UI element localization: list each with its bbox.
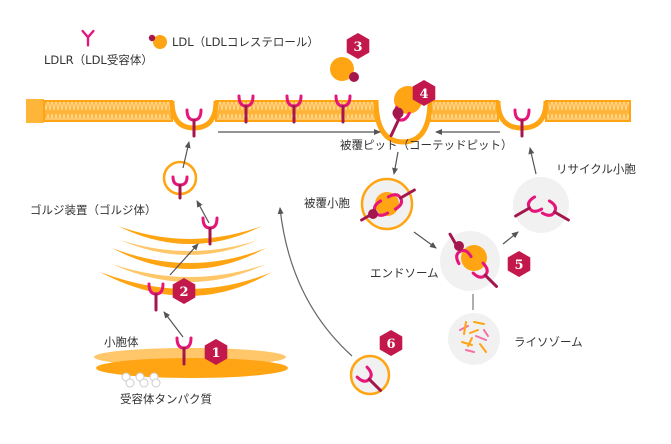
receptor-protein-label: 受容体タンパク質 (120, 392, 212, 406)
lysosome (448, 313, 500, 365)
step-badge-5: 5 (507, 251, 531, 277)
legend-ldl-label: LDL（LDLコレステロール） (172, 35, 319, 49)
svg-text:5: 5 (514, 258, 523, 273)
legend: LDLR（LDL受容体） LDL（LDLコレステロール） (44, 29, 319, 67)
receptor-protein-icon (121, 372, 161, 388)
step-badge-1: 1 (204, 339, 228, 365)
svg-text:1: 1 (211, 346, 220, 361)
return-arrow (277, 207, 353, 357)
coated-pit-label: 被覆ピット（コーテッドピット） (340, 138, 513, 152)
svg-text:6: 6 (386, 337, 395, 352)
coated-vesicle (360, 177, 416, 231)
golgi-vesicle (162, 160, 198, 200)
endoplasmic-reticulum (94, 348, 288, 378)
recycling-vesicle-label: リサイクル小胞 (556, 162, 636, 176)
receptor-icon (185, 108, 203, 138)
step-badge-2: 2 (172, 278, 196, 304)
lysosome-label: ライソゾーム (514, 335, 583, 349)
coated-pit (373, 99, 433, 145)
coated-vesicle-label: 被覆小胞 (304, 196, 350, 210)
svg-text:2: 2 (179, 285, 188, 300)
legend-receptor-icon (81, 29, 95, 47)
svg-text:4: 4 (419, 87, 428, 102)
legend-ldl-icon (153, 35, 167, 49)
golgi-label: ゴルジ装置（ゴルジ体） (30, 203, 157, 217)
step-badge-6: 6 (379, 330, 403, 356)
ldl-particle (330, 57, 359, 82)
endosome-label: エンドソーム (370, 266, 439, 280)
er-label: 小胞体 (104, 335, 139, 349)
receptor-icon (513, 108, 531, 138)
membrane-end-cap (26, 99, 44, 123)
endosome (440, 231, 500, 291)
recycling-vesicle (513, 177, 570, 233)
returning-vesicle (349, 354, 391, 396)
legend-receptor-label: LDLR（LDL受容体） (44, 53, 153, 67)
golgi-apparatus (100, 226, 272, 296)
step-badge-4: 4 (412, 80, 436, 106)
svg-text:3: 3 (353, 40, 362, 55)
cell-membrane (26, 99, 631, 145)
step-badge-3: 3 (346, 33, 370, 59)
